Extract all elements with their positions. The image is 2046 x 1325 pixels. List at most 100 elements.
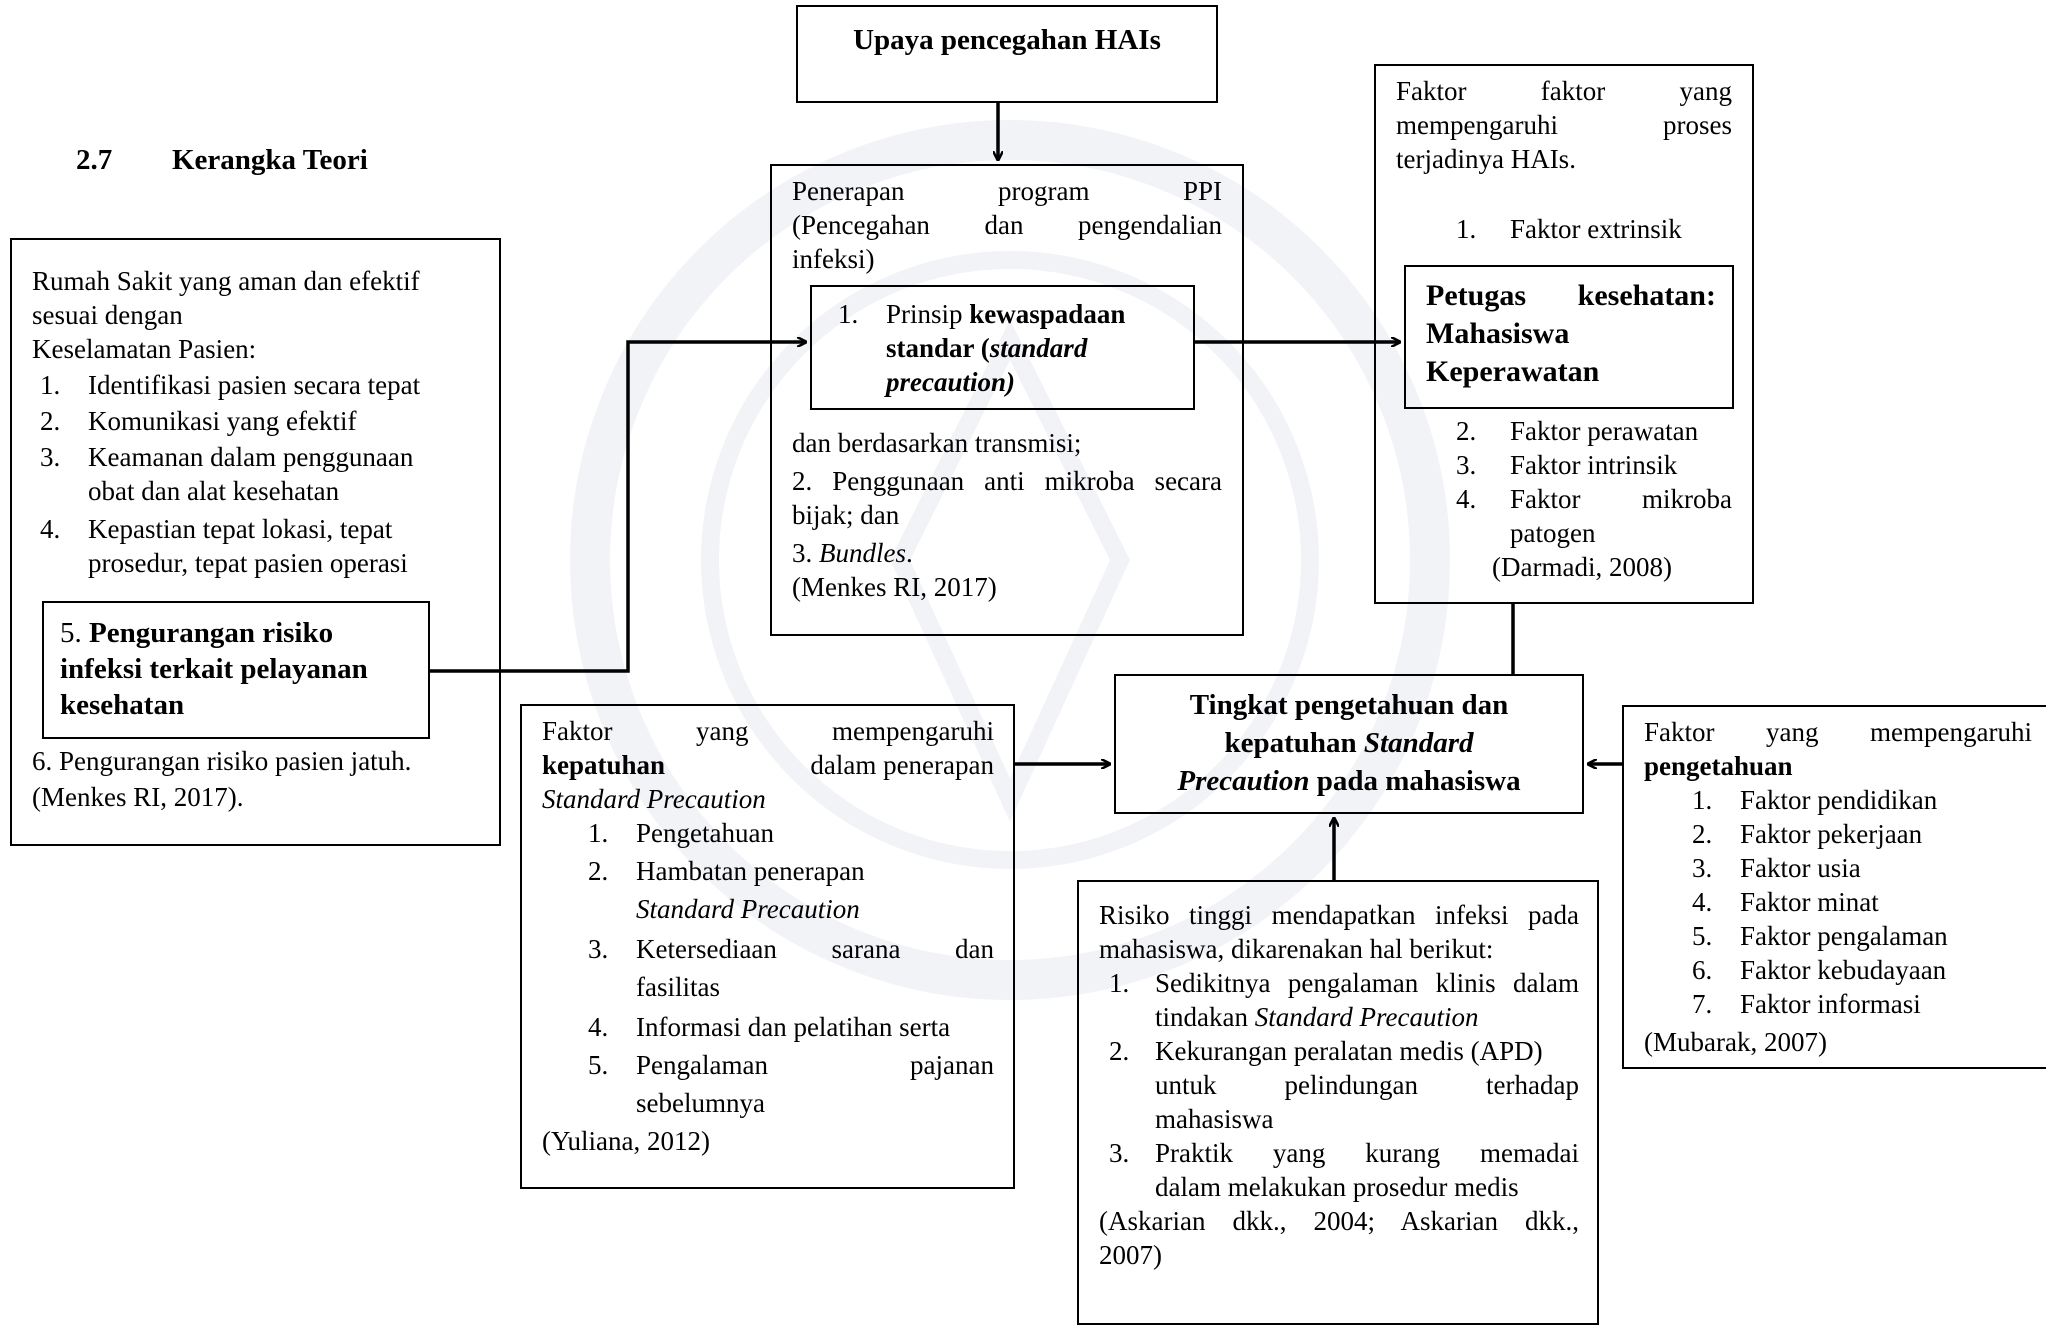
ppi-item2-line1: 2. Penggunaan anti mikroba secara (792, 466, 1222, 496)
pengetahuan-item-5-num: 5. (1692, 921, 1713, 951)
ppi-source: (Menkes RI, 2017) (792, 572, 997, 602)
ppi-item2-line2: bijak; dan (792, 500, 900, 530)
arrow-rs-to-ppi (430, 342, 806, 673)
risiko-item-2-num: 2. (1109, 1036, 1130, 1066)
risiko-source-line2: 2007) (1099, 1240, 1162, 1270)
risiko-item-2-line3: mahasiswa (1155, 1104, 1274, 1134)
risiko-item-1-tindakan: tindakan (1155, 1002, 1255, 1032)
rs-item5-line3: kesehatan (60, 689, 185, 721)
tingkat-pengetahuan-box: Tingkat pengetahuan dan kepatuhan Standa… (1114, 674, 1584, 814)
hais-factors-box: Faktor faktor yang mempengaruhi proses t… (1374, 64, 1754, 604)
rs-item5-line1: 5. Pengurangan risiko (60, 615, 333, 651)
pengetahuan-item-6-num: 6. (1692, 955, 1713, 985)
rumah-sakit-box: Rumah Sakit yang aman dan efektif sesuai… (10, 238, 501, 846)
pengetahuan-item-6-text: Faktor kebudayaan (1740, 955, 1947, 985)
pengetahuan-item-4-num: 4. (1692, 887, 1713, 917)
tingkat-precaution: Precaution (1177, 765, 1310, 797)
rs-item5-line2: infeksi terkait pelayanan (60, 653, 368, 685)
rs-item-2-num: 2. (40, 406, 61, 436)
pengetahuan-item-7-text: Faktor informasi (1740, 989, 1921, 1019)
section-title: Kerangka Teori (172, 144, 368, 176)
rs-source: (Menkes RI, 2017). (32, 782, 244, 812)
kepatuhan-item-3-line1: Ketersediaan sarana dan (636, 934, 994, 964)
pengetahuan-intro-1: Faktor yang mempengaruhi (1644, 717, 2032, 747)
hais-f2-text: Faktor perawatan (1510, 416, 1699, 446)
kepatuhan-intro-2: kepatuhan dalam penerapan (542, 748, 994, 782)
ppi-transmisi: dan berdasarkan transmisi; (792, 428, 1082, 458)
prinsip-line2: standar (standard (886, 331, 1087, 365)
pengetahuan-item-2-num: 2. (1692, 819, 1713, 849)
ppi-item3-num: 3. (792, 538, 819, 568)
rs-item-4-num: 4. (40, 514, 61, 544)
prinsip-standar: standar ( (886, 333, 990, 363)
tingkat-kepatuhan: kepatuhan (1224, 727, 1364, 759)
rs-item-3-line2: obat dan alat kesehatan (88, 476, 340, 506)
kepatuhan-item-3-num: 3. (588, 934, 609, 964)
petugas-line3: Keperawatan (1426, 355, 1600, 388)
hais-f4-line1: Faktor mikroba (1510, 484, 1732, 514)
ppi-intro-1: Penerapan program PPI (792, 176, 1222, 206)
rs-item-3-line1: Keamanan dalam penggunaan (88, 442, 414, 472)
rs-item5-text1: Pengurangan risiko (89, 617, 334, 649)
ppi-item3-dot: . (906, 538, 913, 568)
rs-intro-1: Rumah Sakit yang aman dan efektif (32, 266, 420, 296)
watermark-seal (570, 120, 1450, 1000)
hais-f1-text: Faktor extrinsik (1510, 214, 1682, 244)
kepatuhan-item-1-text: Pengetahuan (636, 818, 774, 848)
risiko-intro-2: mahasiswa, dikarenakan hal berikut: (1099, 934, 1494, 964)
pengetahuan-item-7-num: 7. (1692, 989, 1713, 1019)
kepatuhan-item-2-num: 2. (588, 856, 609, 886)
pengetahuan-item-5-text: Faktor pengalaman (1740, 921, 1948, 951)
kepatuhan-intro-3: Standard Precaution (542, 784, 766, 814)
petugas-line1: Petugas kesehatan: (1426, 279, 1716, 312)
ppi-intro-2: (Pencegahan dan pengendalian (792, 210, 1222, 240)
rs-item-4-line1: Kepastian tepat lokasi, tepat (88, 514, 393, 544)
hais-intro-3: terjadinya HAIs. (1396, 144, 1576, 174)
tingkat-pada-mahasiswa: pada mahasiswa (1309, 765, 1521, 797)
hais-f4-line2: patogen (1510, 518, 1596, 548)
kepatuhan-item-5-line1: Pengalaman pajanan (636, 1050, 994, 1080)
kepatuhan-item-2-line1: Hambatan penerapan (636, 856, 865, 886)
pengetahuan-item-1-text: Faktor pendidikan (1740, 785, 1938, 815)
petugas-line2: Mahasiswa (1426, 317, 1570, 350)
kepatuhan-item-1-num: 1. (588, 818, 609, 848)
rs-item-1-text: Identifikasi pasien secara tepat (88, 370, 421, 400)
risiko-item-2-line1: Kekurangan peralatan medis (APD) (1155, 1036, 1543, 1066)
hais-f3-text: Faktor intrinsik (1510, 450, 1678, 480)
tingkat-line3: Precaution pada mahasiswa (1116, 762, 1582, 800)
hais-intro-1: Faktor faktor yang (1396, 76, 1732, 106)
rs-intro-3: Keselamatan Pasien: (32, 334, 257, 364)
pengetahuan-item-3-text: Faktor usia (1740, 853, 1861, 883)
pengetahuan-factors-box: Faktor yang mempengaruhi pengetahuan 1. … (1622, 705, 2046, 1069)
risiko-item-1-line1: Sedikitnya pengalaman klinis dalam (1155, 968, 1579, 998)
kepatuhan-source: (Yuliana, 2012) (542, 1126, 710, 1156)
risiko-box: Risiko tinggi mendapatkan infeksi pada m… (1077, 880, 1599, 1325)
risiko-intro-1: Risiko tinggi mendapatkan infeksi pada (1099, 900, 1579, 930)
ppi-item3-text: Bundles (819, 538, 906, 568)
rs-item-1-num: 1. (40, 370, 61, 400)
pengetahuan-item-3-num: 3. (1692, 853, 1713, 883)
pengetahuan-source: (Mubarak, 2007) (1644, 1027, 1827, 1057)
ppi-intro-3: infeksi) (792, 244, 875, 274)
hais-f4-num: 4. (1456, 484, 1477, 514)
hais-intro-2: mempengaruhi proses (1396, 110, 1732, 140)
rs-item-2-text: Komunikasi yang efektif (88, 406, 357, 436)
prinsip-standard-italic: standard (989, 333, 1088, 363)
risiko-item-2-line2: untuk pelindungan terhadap (1155, 1070, 1579, 1100)
kepatuhan-item-3-line2: fasilitas (636, 972, 720, 1002)
pengurangan-risiko-box: 5. Pengurangan risiko infeksi terkait pe… (42, 601, 430, 739)
prinsip-num: 1. (838, 299, 859, 329)
rs-item-6: 6. Pengurangan risiko pasien jatuh. (32, 746, 412, 776)
tingkat-standard: Standard (1363, 727, 1474, 759)
kepatuhan-item-4-num: 4. (588, 1012, 609, 1042)
risiko-item-3-num: 3. (1109, 1138, 1130, 1168)
kepatuhan-item-5-line2: sebelumnya (636, 1088, 765, 1118)
kepatuhan-item-5-num: 5. (588, 1050, 609, 1080)
kepatuhan-word: kepatuhan (542, 750, 666, 780)
risiko-item-1-num: 1. (1109, 968, 1130, 998)
tingkat-line1: Tingkat pengetahuan dan (1189, 689, 1509, 721)
ppi-box: Penerapan program PPI (Pencegahan dan pe… (770, 164, 1244, 636)
upaya-box: Upaya pencegahan HAIs (796, 5, 1218, 103)
